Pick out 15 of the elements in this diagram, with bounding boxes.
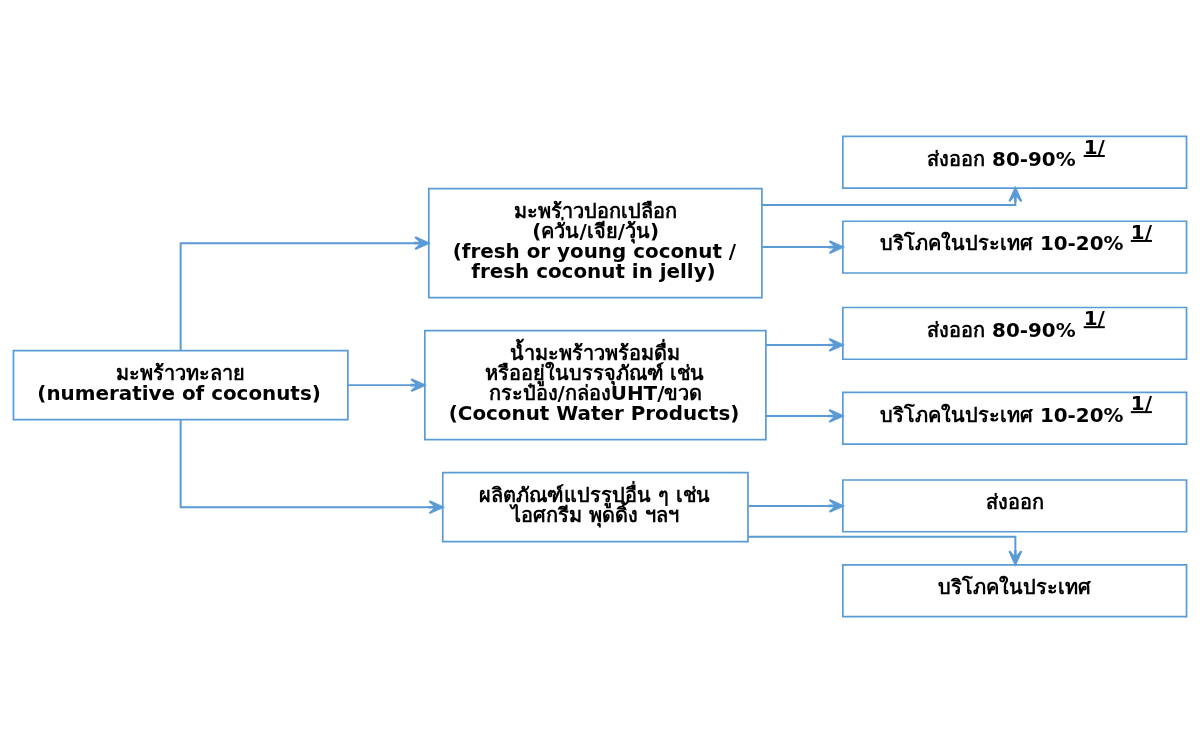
arrow [761, 240, 844, 255]
arrow [760, 187, 1023, 206]
arrow [764, 338, 844, 352]
node-box: ส่งออก [842, 479, 1188, 533]
arrow [179, 418, 444, 515]
node-box: มะพร้าวปอกเปลือก (ควั่น/เจีย/วุ้น) (fresh or young coconut / fresh coconut in jelly) [427, 187, 763, 299]
arrow [764, 409, 844, 423]
node-box: มะพร้าวทะลาย (numerative of coconuts) [12, 349, 349, 421]
node-box: ผลิตภัณฑ์แปรรูปอื่น ๆ เช่น ไอศกรีม พุดดิ้ง ฯลฯ [441, 471, 749, 543]
node-box: บริโภคในประเทศ [842, 564, 1188, 618]
arrow [747, 535, 1023, 566]
node-box: น้ำมะพร้าวพร้อมดื่ม หรืออยู่ในบรรจุภัณฑ์ เช่น กระป๋อง/กล่องUHT/ขวด (Coconut Water Products) [423, 329, 767, 441]
arrow [347, 378, 426, 393]
arrow [179, 236, 430, 352]
arrow [747, 498, 844, 513]
